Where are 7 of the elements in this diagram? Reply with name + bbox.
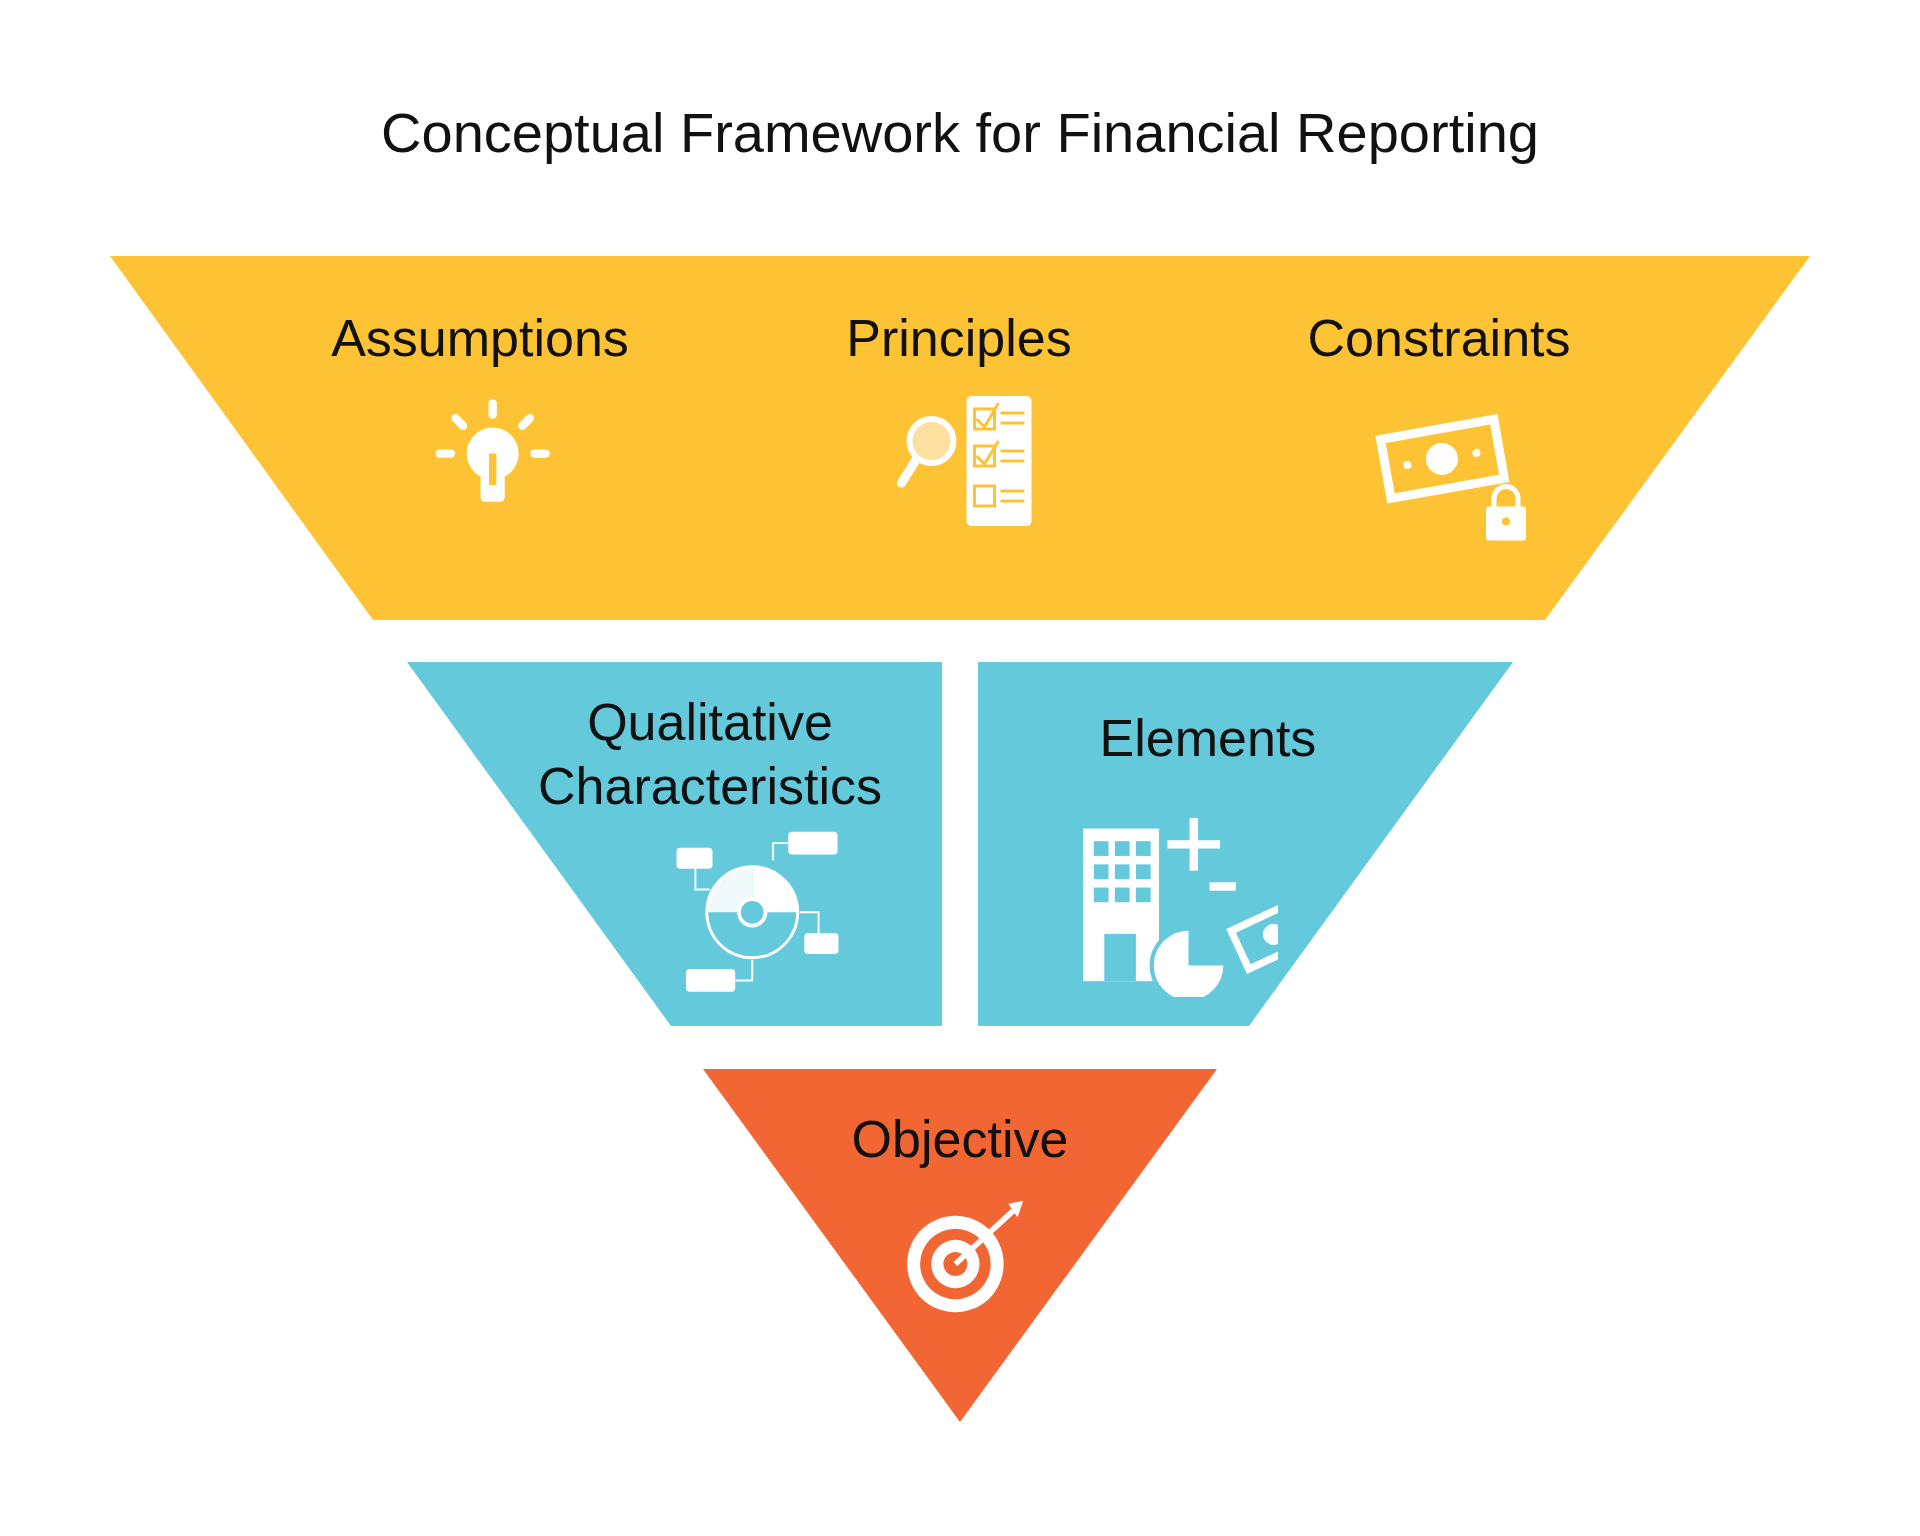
section-heading: Assumptions <box>330 308 630 369</box>
section-heading: Elements <box>1098 708 1318 769</box>
section-heading: Qualitative Characteristics <box>537 692 883 817</box>
diagram-title: Conceptual Framework for Financial Reporting <box>380 100 1540 165</box>
section-heading: Principles <box>845 308 1073 369</box>
section-heading: Objective <box>850 1109 1070 1170</box>
section-heading: Constraints <box>1306 308 1572 369</box>
